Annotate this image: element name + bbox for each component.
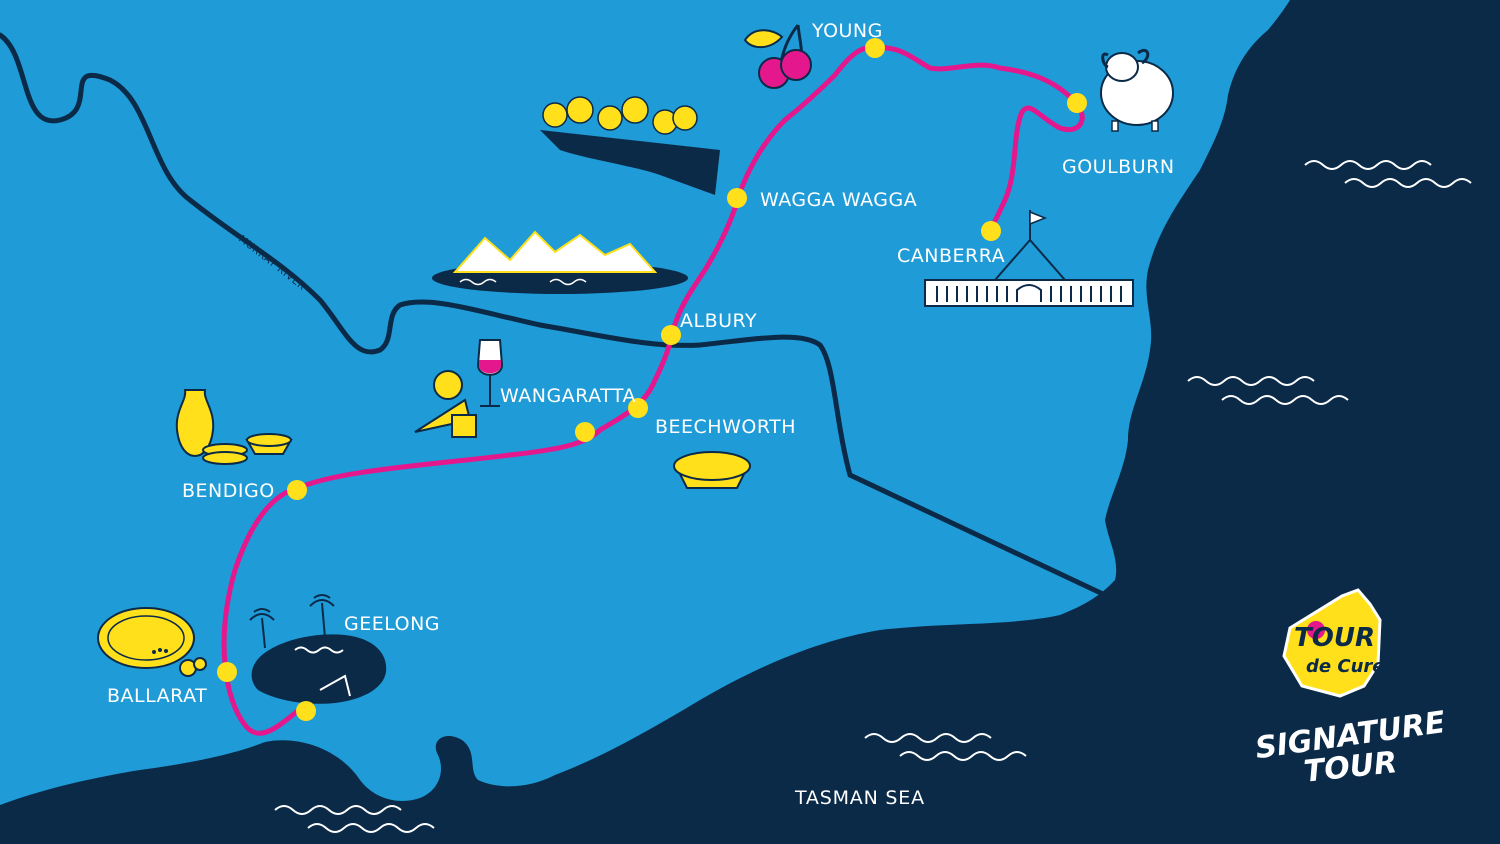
pie-icon [673,451,751,489]
label-wangaratta: WANGARATTA [500,385,636,407]
sea-waves [274,160,1472,833]
wine-cheese-icon [414,339,504,438]
gold-pan-icon [97,607,207,677]
label-murray-river: MURRAY RIVER [236,234,307,293]
stop-ballarat[interactable] [217,662,237,682]
logo-tour: TOUR [1294,623,1375,653]
pottery-icon [175,389,293,465]
stop-bendigo[interactable] [287,480,307,500]
label-young: YOUNG [811,20,883,42]
sheep-icon [1100,48,1174,132]
state-border [847,472,1108,598]
stop-wagga-wagga[interactable] [727,188,747,208]
stop-goulburn[interactable] [1067,93,1087,113]
snowy-mountains-icon [432,230,688,294]
stop-canberra[interactable] [981,221,1001,241]
label-albury: ALBURY [680,310,757,332]
stop-albury[interactable] [661,325,681,345]
parliament-house-icon [924,210,1134,307]
bay-palms-icon [249,594,351,697]
cherries-icon [743,24,812,89]
stop-beechworth[interactable] [628,398,648,418]
label-wagga-wagga: WAGGA WAGGA [760,189,917,211]
label-bendigo: BENDIGO [182,480,275,502]
logo-de-cure: de Cure [1306,656,1384,677]
stop-wangaratta[interactable] [575,422,595,442]
stop-young[interactable] [865,38,885,58]
label-geelong: GEELONG [344,613,440,635]
murray-river [0,32,853,478]
port-phillip-bay [251,634,387,704]
label-ballarat: BALLARAT [107,685,207,707]
tour-de-cure-logo: TOUR de Cure [1282,588,1384,698]
label-canberra: CANBERRA [897,245,1005,267]
route-stops [217,38,1087,721]
label-tasman-sea: TASMAN SEA [794,787,925,809]
label-goulburn: GOULBURN [1062,156,1175,178]
label-beechworth: BEECHWORTH [655,416,796,438]
trees-icon [540,96,720,195]
stop-geelong[interactable] [296,701,316,721]
